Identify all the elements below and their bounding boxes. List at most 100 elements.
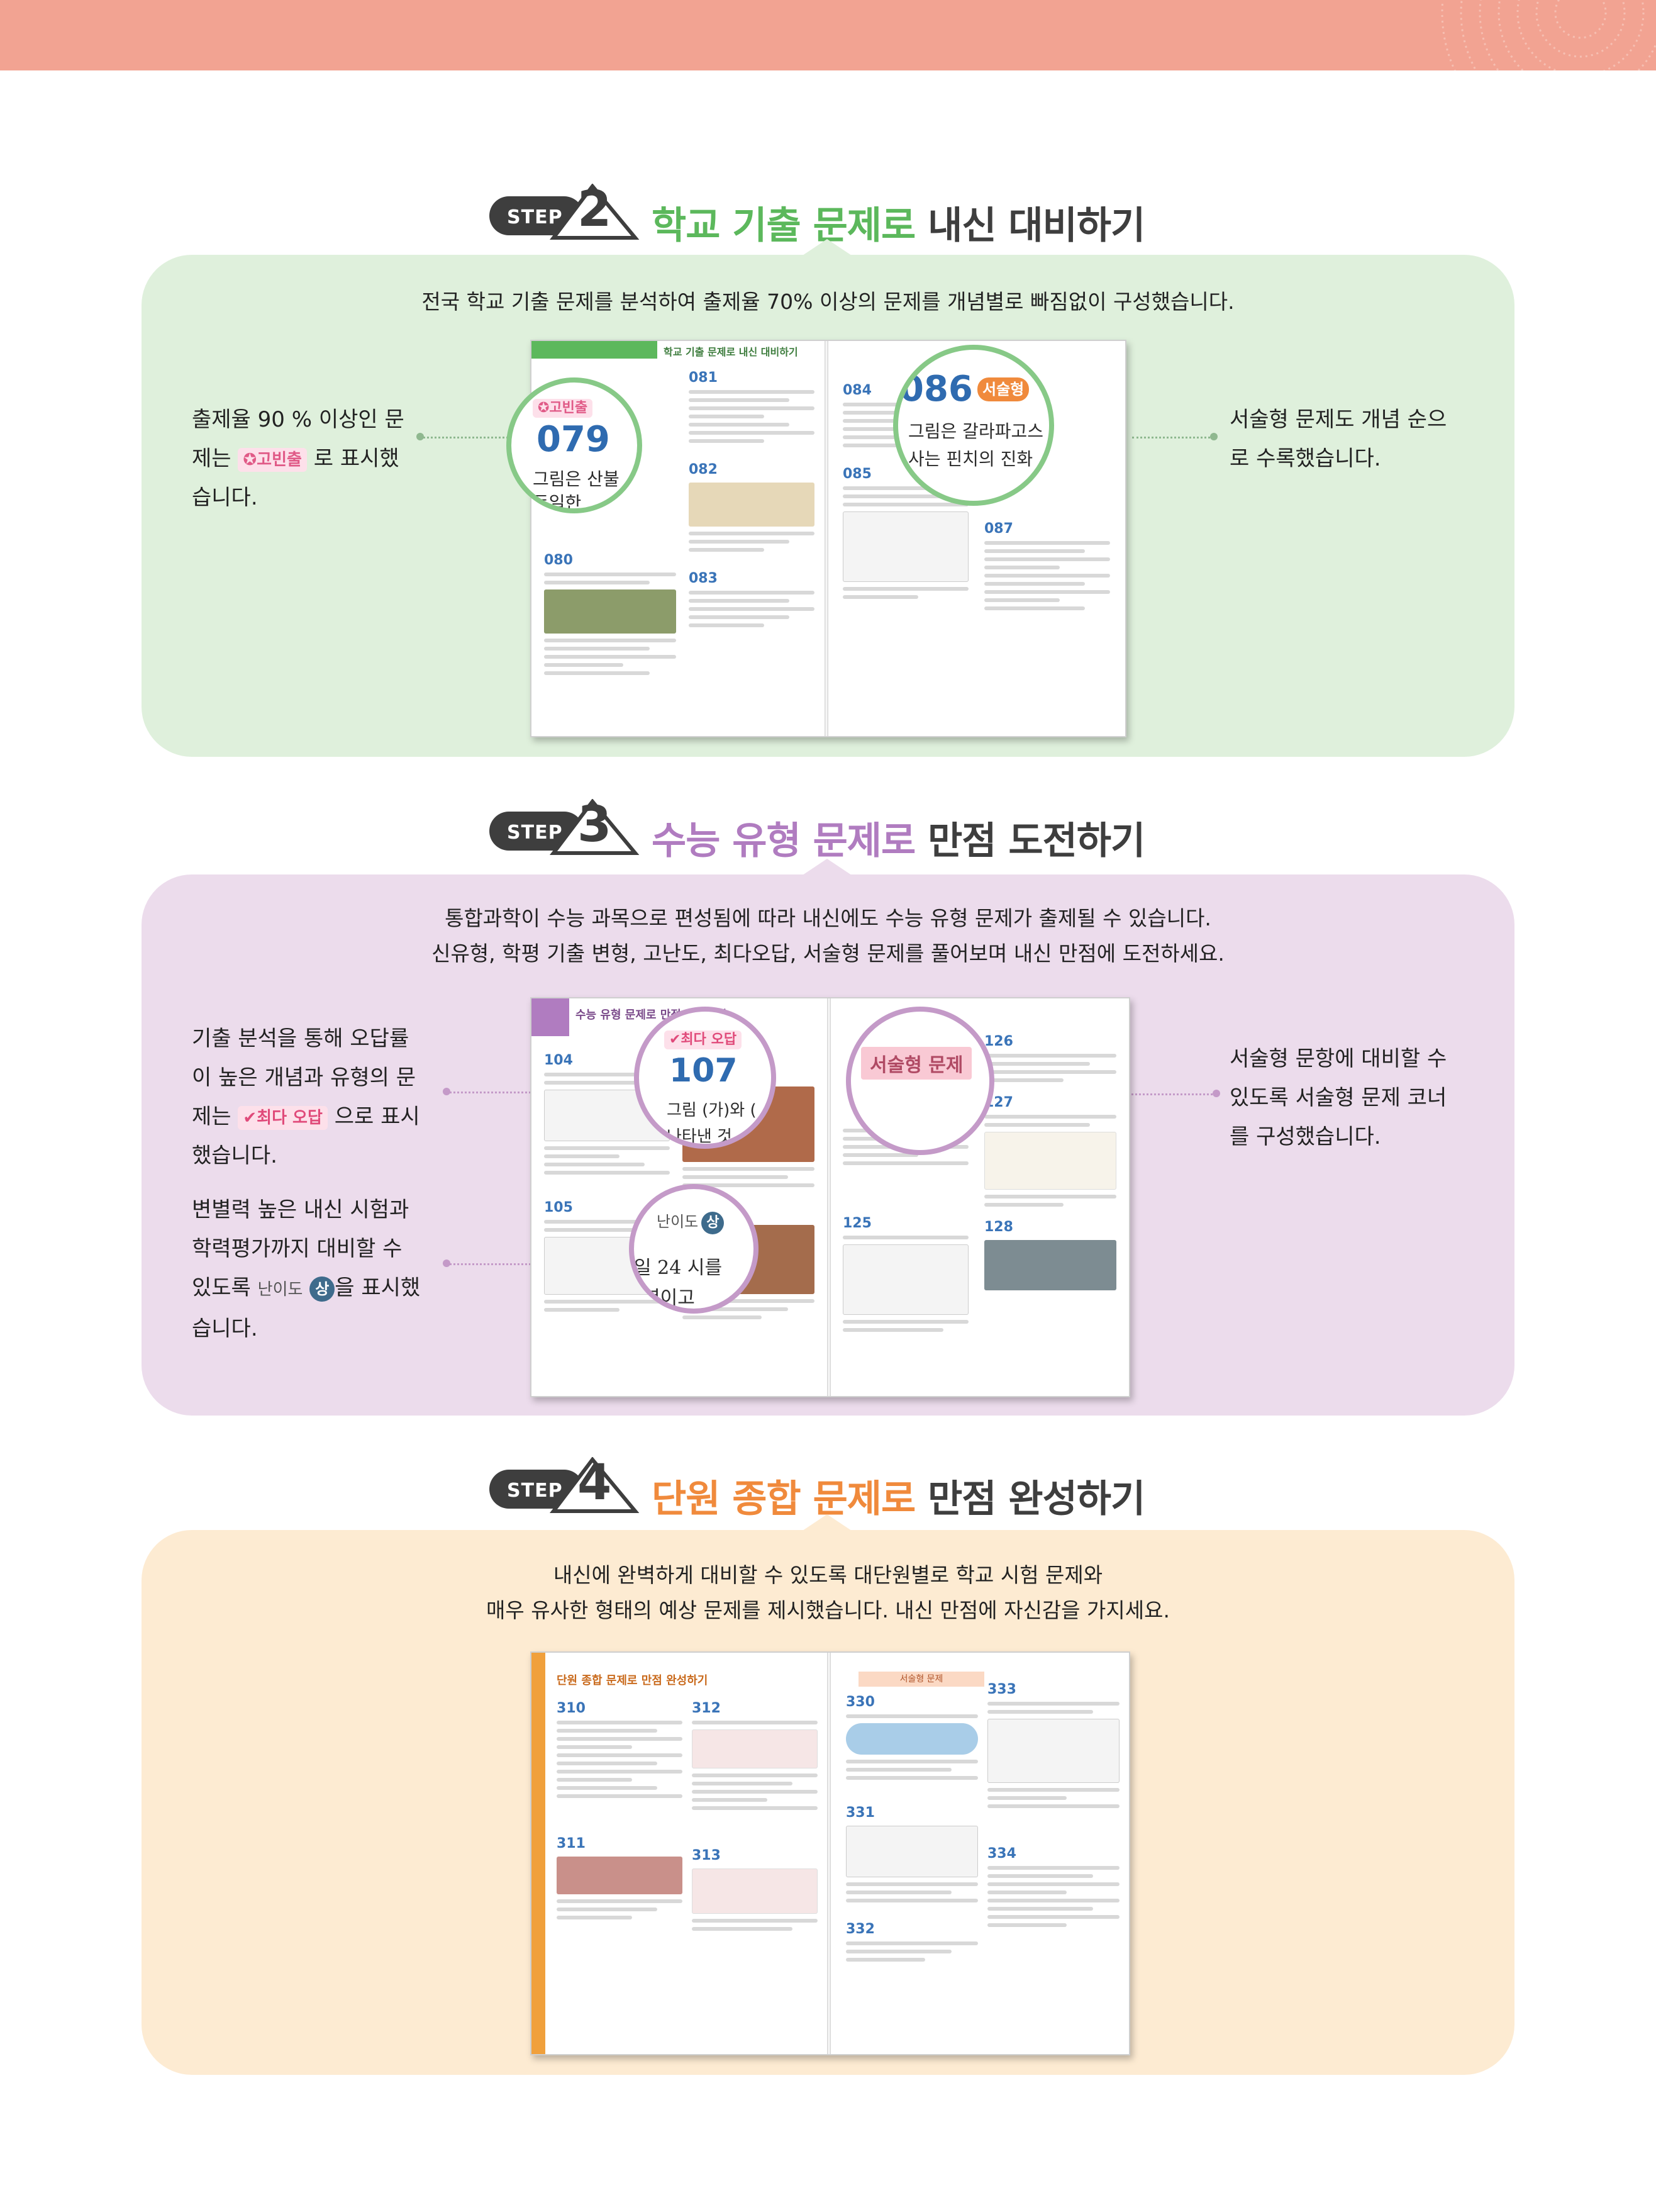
- question-number: 084: [843, 383, 872, 398]
- note-line: 를 구성했습니다.: [1230, 1124, 1381, 1149]
- note-text: 을 표시했: [335, 1275, 421, 1300]
- step-title-highlight: 수능 유형 문제로: [652, 819, 916, 863]
- connector-dot: [416, 433, 424, 440]
- panel-notch: [799, 859, 855, 878]
- graph: [843, 1244, 969, 1315]
- graph: [692, 1868, 818, 1914]
- question-number: 079: [536, 419, 610, 460]
- question-number: 311: [557, 1836, 586, 1852]
- question-text: 나타낸 것: [667, 1127, 732, 1146]
- note-line: 학력평가까지 대비할 수: [192, 1236, 403, 1261]
- difficulty-label: 난이도: [257, 1280, 303, 1299]
- question-number: 082: [689, 462, 718, 478]
- table: [987, 1719, 1120, 1783]
- question-number: 126: [984, 1034, 1013, 1049]
- step-title: 수능 유형 문제로 만점 도전하기: [652, 810, 1145, 865]
- step2-right-note: 서술형 문제도 개념 순으 로 수록했습니다.: [1230, 400, 1469, 478]
- step4-book-spread: 단원 종합 문제로 만점 완성하기 310 311 312 313 서술형 문제…: [530, 1651, 1130, 2055]
- step-corner-tab: [531, 998, 569, 1036]
- step-number: 3: [577, 796, 612, 853]
- book-spine: [825, 341, 828, 736]
- question-number: 310: [557, 1701, 586, 1716]
- step3-header: STEP 3 수능 유형 문제로 만점 도전하기: [0, 796, 1656, 868]
- note-line: 서술형 문항에 대비할 수: [1230, 1046, 1447, 1071]
- question-text: 년이고: [643, 1287, 695, 1309]
- step-badge-label: STEP: [507, 1480, 563, 1502]
- question-text: 동일한: [533, 493, 582, 513]
- question-number: 128: [984, 1219, 1013, 1235]
- note-line: 이 높은 개념과 유형의 문: [192, 1065, 416, 1090]
- note-line: 제는 ✔최다 오답 으로 표시: [192, 1097, 443, 1136]
- step-title-rest: 내신 대비하기: [915, 204, 1145, 248]
- question-number: 334: [987, 1846, 1016, 1862]
- connector-line: [1063, 1093, 1217, 1095]
- top-banner: [0, 0, 1656, 70]
- high-frequency-tag: ✪고빈출: [238, 447, 307, 472]
- book-column: 081 082 083: [689, 366, 814, 632]
- note-line: 있도록 서술형 문제 코너: [1230, 1085, 1447, 1110]
- table: [846, 1826, 978, 1877]
- step-title-highlight: 학교 기출 문제로: [652, 204, 916, 248]
- book-column: 333 334: [987, 1678, 1120, 1931]
- question-number: 083: [689, 571, 718, 586]
- question-number: 332: [846, 1921, 875, 1937]
- question-text: 그림은 산불: [533, 469, 620, 489]
- description-line: 매우 유사한 형태의 예상 문제를 제시했습니다. 내신 만점에 자신감을 가지…: [486, 1598, 1170, 1623]
- triangle-icon: [549, 799, 640, 855]
- note-text: 제는: [192, 1104, 238, 1129]
- essay-section-label: 서술형 문제: [861, 1047, 972, 1080]
- connector-line: [447, 1263, 610, 1265]
- step-title-rest: 만점 도전하기: [915, 819, 1145, 863]
- note-line: 변별력 높은 내신 시험과: [192, 1197, 409, 1222]
- question-text: 사는 핀치의 진화: [908, 449, 1033, 469]
- step3-magnifier-most-wrong: ✔최다 오답 107 그림 (가)와 ( 나타낸 것: [634, 1007, 776, 1149]
- question-text: 그림 (가)와 (: [667, 1101, 757, 1120]
- step-title-highlight: 단원 종합 문제로: [652, 1477, 916, 1521]
- essay-section-label: 서술형 문제: [859, 1672, 984, 1687]
- panel-notch: [799, 239, 855, 258]
- book-column: 087: [984, 517, 1110, 615]
- question-number: 313: [692, 1848, 721, 1863]
- question-number: 080: [544, 552, 573, 568]
- most-wrong-tag: ✔최다 오답: [238, 1105, 328, 1130]
- illustration: [544, 589, 676, 634]
- step-title-rest: 만점 완성하기: [915, 1477, 1145, 1521]
- book-header-bar: [531, 341, 657, 359]
- step3-left-note-wrong: 기출 분석을 통해 오답률 이 높은 개념과 유형의 문 제는 ✔최다 오답 으…: [192, 1019, 443, 1175]
- connector-dot: [443, 1088, 450, 1095]
- step-title: 단원 종합 문제로 만점 완성하기: [652, 1468, 1145, 1523]
- question-number: 330: [846, 1694, 875, 1710]
- question-text: 그림은 갈라파고스: [908, 421, 1043, 442]
- step3-description: 통합과학이 수능 과목으로 편성됨에 따라 내신에도 수능 유형 문제가 출제될…: [0, 901, 1656, 971]
- illustration: [557, 1857, 682, 1894]
- question-number: 105: [544, 1200, 573, 1215]
- question-number: 312: [692, 1701, 721, 1716]
- step2-description: 전국 학교 기출 문제를 분석하여 출제율 70% 이상의 문제를 개념별로 빠…: [421, 289, 1235, 314]
- note-line: 습니다.: [192, 1316, 258, 1341]
- note-line: 제는 ✪고빈출 로 표시했: [192, 439, 431, 478]
- connector-line: [420, 437, 508, 438]
- book-spine: [827, 1653, 831, 2054]
- book-column: 125: [843, 1124, 969, 1336]
- question-number: 107: [669, 1052, 738, 1090]
- question-text: 일 24 시를: [634, 1257, 723, 1279]
- note-text: 으로 표시: [327, 1104, 420, 1129]
- connector-dot: [1213, 1090, 1220, 1097]
- book-column: 126 127 128: [984, 1030, 1116, 1295]
- difficulty-high-badge: 상: [701, 1212, 725, 1234]
- book-spine: [827, 998, 831, 1396]
- step2-magnifier-essay: 086 서술형 그림은 갈라파고스 사는 핀치의 진화: [893, 345, 1054, 506]
- concentric-pattern-icon: [1441, 0, 1656, 70]
- book-column: 310 311: [557, 1697, 682, 1924]
- question-number: 125: [843, 1215, 872, 1231]
- note-line: 출제율 90 % 이상인 문: [192, 407, 404, 432]
- question-number: 085: [843, 466, 872, 482]
- globe-illustration: [846, 1723, 978, 1755]
- step-badge-label: STEP: [507, 822, 563, 844]
- question-number: 104: [544, 1053, 573, 1068]
- note-line: 기출 분석을 통해 오답률: [192, 1026, 409, 1051]
- note-text: 로 표시했: [306, 446, 399, 471]
- step2-magnifier-frequent: ✪고빈출 079 그림은 산불 동일한: [506, 377, 642, 513]
- note-line: 했습니다.: [192, 1143, 277, 1168]
